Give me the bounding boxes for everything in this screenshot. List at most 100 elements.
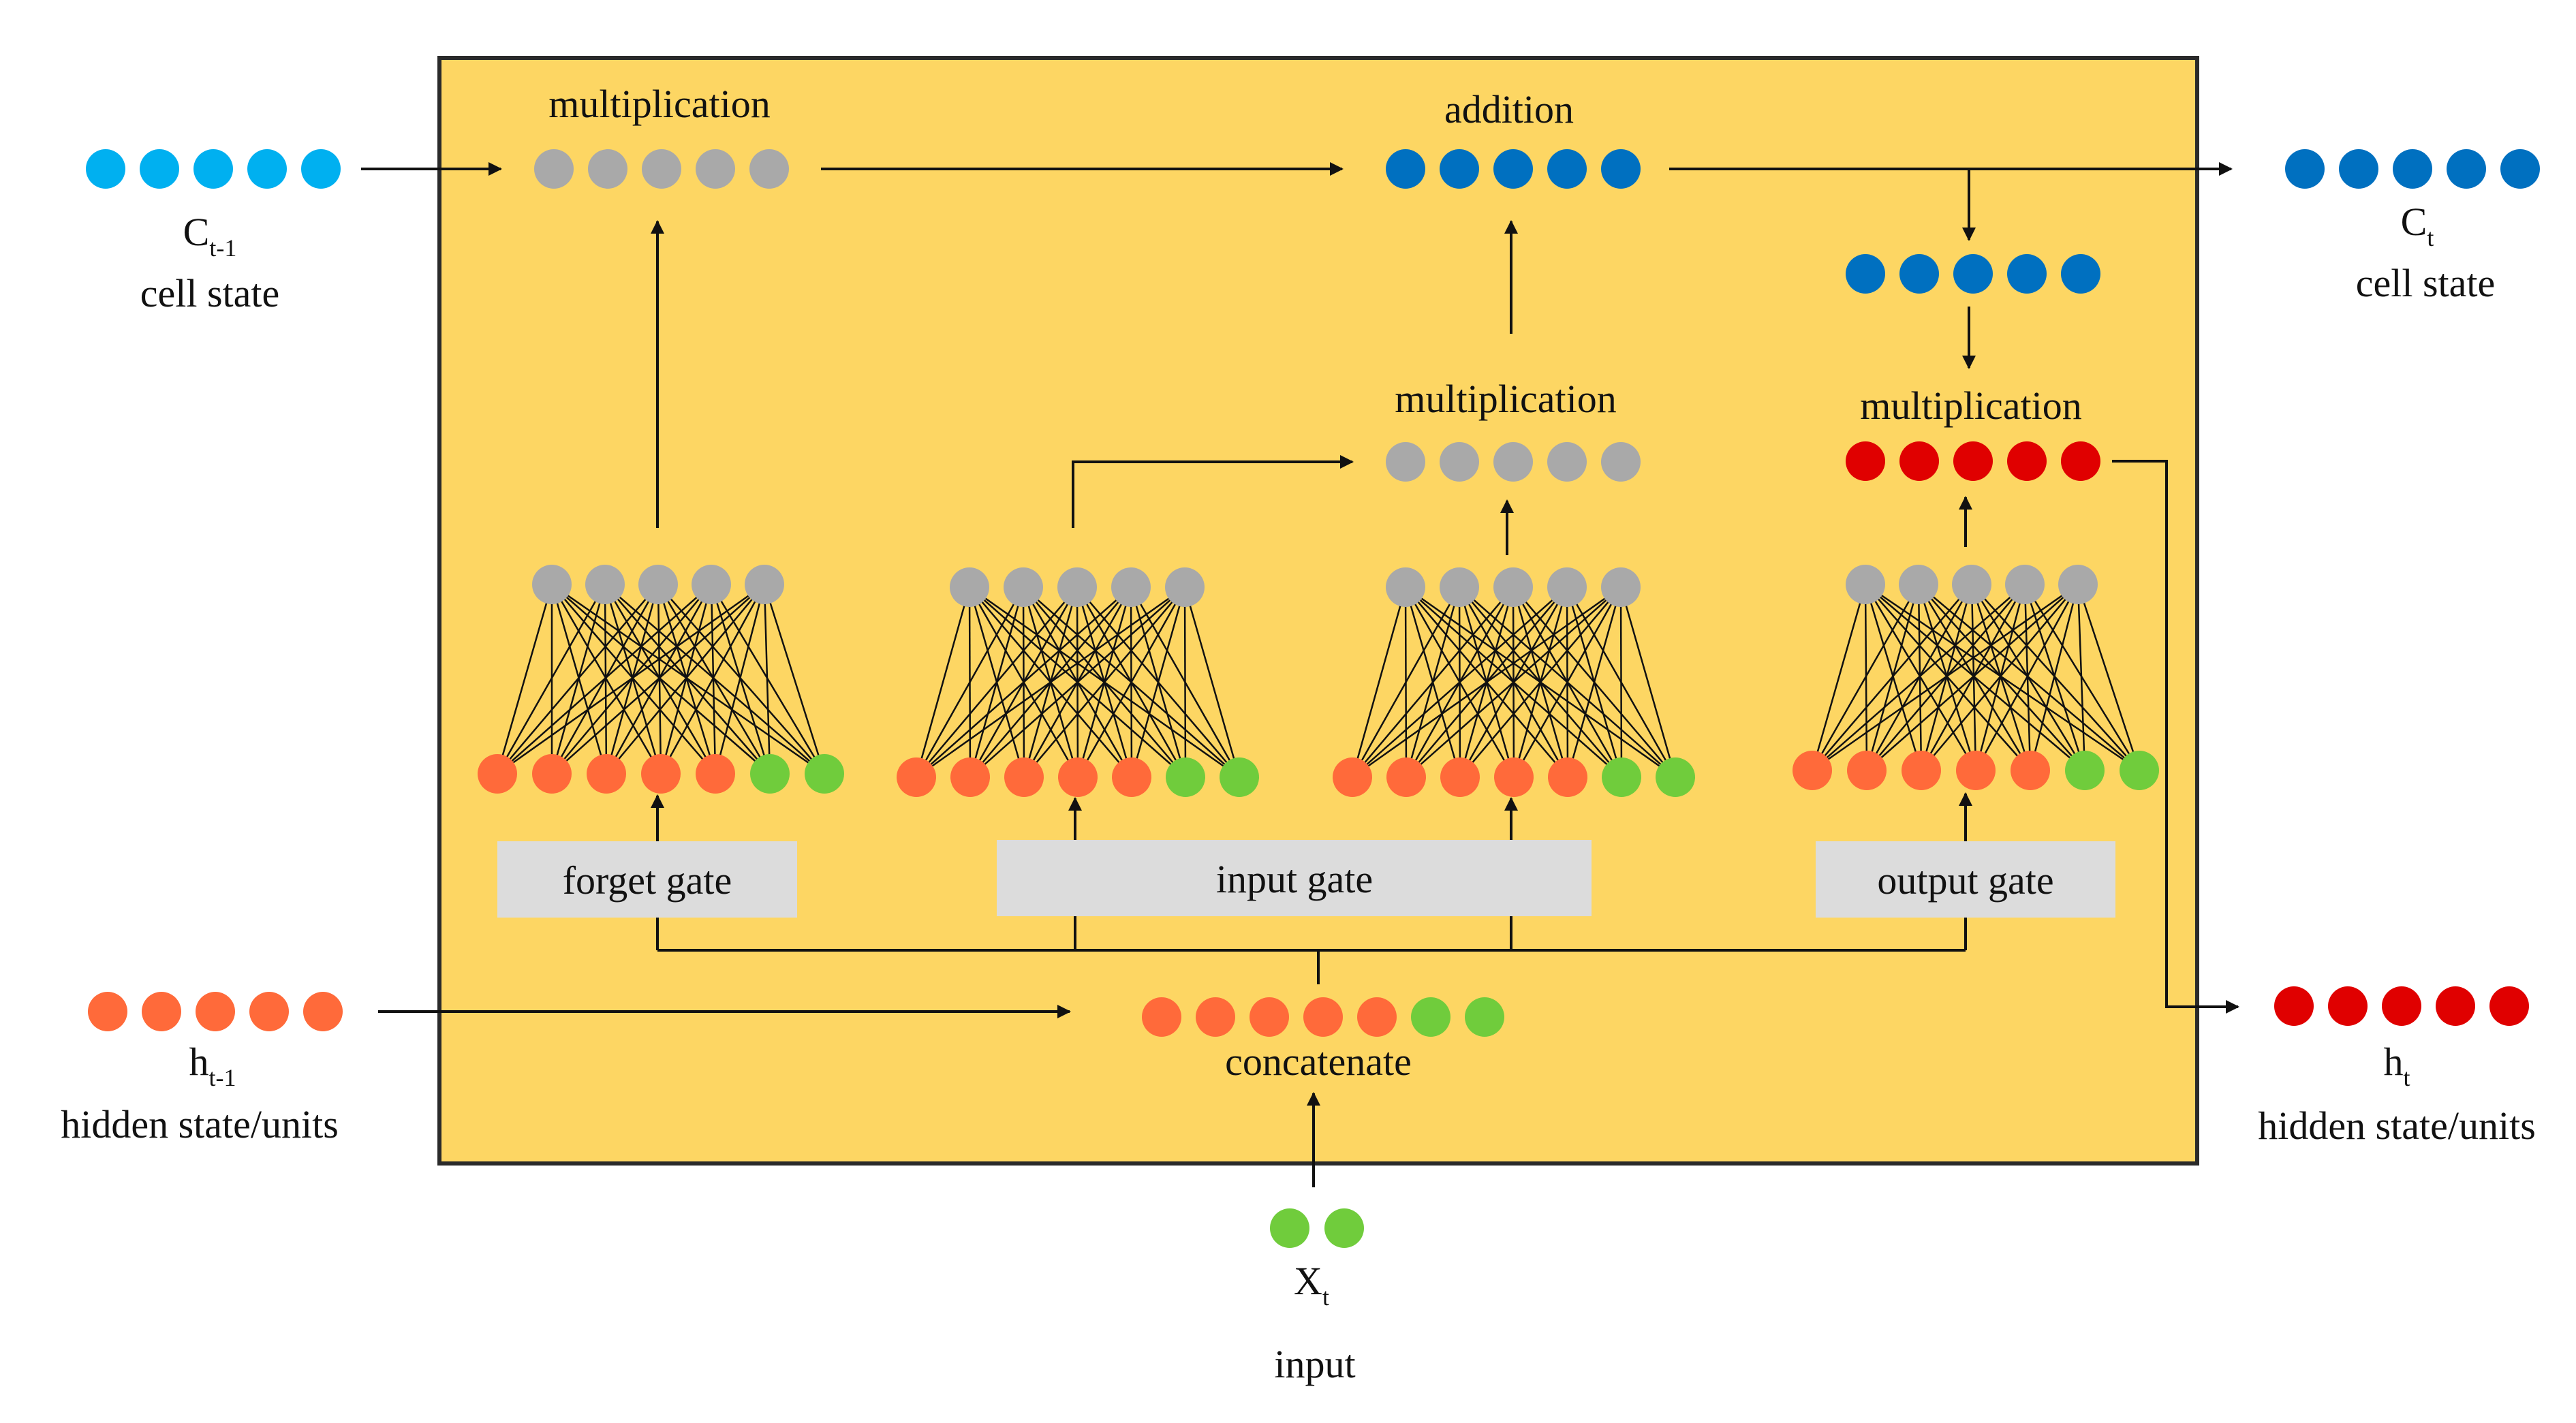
- h-prev-nodes-node: [142, 992, 181, 1031]
- connection-line: [1023, 587, 1240, 778]
- addition-label: addition: [1444, 87, 1574, 131]
- connection-line: [1918, 584, 2140, 771]
- input-gate: input gate: [997, 840, 1592, 916]
- x-nodes: [1270, 1208, 1364, 1248]
- input-bottom-nodes-node: [1220, 757, 1259, 797]
- x-description: input: [1274, 1342, 1355, 1386]
- output-bottom-nodes-node: [2065, 751, 2105, 790]
- candidate-top-nodes: [1386, 567, 1641, 607]
- c-prev-description: cell state: [140, 271, 280, 315]
- connection-line: [1405, 586, 1676, 779]
- c-prev-nodes-node: [86, 149, 125, 189]
- tanh-nodes-node: [1953, 254, 1993, 294]
- addition-nodes-node: [1601, 149, 1641, 189]
- forget-top-nodes-node: [532, 565, 572, 604]
- candidate-top-nodes-node: [1547, 567, 1587, 607]
- tanh-nodes: [1846, 254, 2100, 294]
- output-bottom-nodes-node: [1902, 751, 1941, 790]
- c-new-nodes-node: [2447, 149, 2486, 189]
- connection-line: [968, 587, 1025, 778]
- candidate-bottom-nodes-node: [1386, 757, 1426, 797]
- mult-mid-nodes-node: [1547, 442, 1587, 482]
- concat-nodes-node: [1250, 997, 1289, 1037]
- input-top-nodes-node: [1165, 567, 1205, 607]
- c-new-nodes-node: [2285, 149, 2325, 189]
- forget-top-nodes-node: [638, 565, 678, 604]
- h-new-nodes-node: [2328, 986, 2368, 1026]
- connection-line: [1404, 587, 1461, 778]
- node-rows: [86, 149, 2540, 1248]
- input-top-nodes-node: [950, 567, 989, 607]
- candidate-bottom-nodes-node: [1333, 757, 1372, 797]
- output-top-nodes-node: [1899, 565, 1938, 604]
- output-net: [1811, 583, 2141, 772]
- input-net: [915, 586, 1241, 779]
- connection-line: [968, 587, 1079, 778]
- mult-mid-nodes-node: [1493, 442, 1533, 482]
- concat-nodes-node: [1142, 997, 1181, 1037]
- c-new-nodes-node: [2339, 149, 2378, 189]
- x-nodes-node: [1324, 1208, 1364, 1248]
- mult-mid-nodes-node: [1386, 442, 1425, 482]
- input-bottom-nodes-node: [1112, 757, 1151, 797]
- h-new-output-arrow: [2112, 460, 2239, 1014]
- output-bottom-nodes-node: [1793, 751, 1832, 790]
- multiplication-right-label: multiplication: [1860, 384, 2081, 428]
- h-new-nodes: [2274, 986, 2529, 1026]
- forget-bottom-nodes-node: [641, 754, 681, 794]
- candidate-bottom-nodes-node: [1656, 757, 1695, 797]
- forget-bottom-nodes-node: [805, 754, 844, 794]
- connection-line: [1971, 584, 2140, 771]
- forget-bottom-nodes-node: [532, 754, 572, 794]
- c-prev-nodes-node: [140, 149, 179, 189]
- c-new-description: cell state: [2356, 261, 2496, 305]
- connection-line: [1811, 584, 1867, 771]
- connection-line: [1405, 587, 1568, 778]
- mult-top-nodes-node: [642, 149, 681, 189]
- connection-line: [968, 587, 972, 778]
- candidate-bottom-nodes-node: [1494, 757, 1534, 797]
- mult-mid-nodes-node: [1440, 442, 1479, 482]
- mult-right-nodes-node: [2061, 441, 2100, 481]
- input-gate-label: input gate: [1216, 857, 1373, 901]
- connection-line: [1566, 587, 1677, 778]
- output-gate-box: [1816, 841, 2115, 918]
- mult-top-nodes-node: [696, 149, 735, 189]
- output-top-nodes: [1846, 565, 2098, 604]
- candidate-top-nodes-node: [1440, 567, 1479, 607]
- multiplication-top-label: multiplication: [548, 82, 770, 126]
- connection-line: [915, 587, 971, 778]
- concat-nodes-node: [1411, 997, 1450, 1037]
- connection-line: [551, 584, 716, 775]
- connection-line: [969, 586, 1240, 779]
- h-prev-symbol: ht-1: [189, 1039, 236, 1091]
- mult-top-nodes-node: [588, 149, 627, 189]
- forget-top-nodes: [532, 565, 784, 604]
- connection-line: [2077, 584, 2141, 771]
- connection-line: [763, 584, 826, 775]
- h-new-nodes-node: [2382, 986, 2421, 1026]
- mult-mid-nodes-node: [1601, 442, 1641, 482]
- c-new-symbol: Ct: [2401, 200, 2434, 251]
- connection-line: [1864, 584, 1977, 771]
- output-bottom-nodes-node: [1956, 751, 1996, 790]
- candidate-top-nodes-node: [1601, 567, 1641, 607]
- c-new-nodes-node: [2393, 149, 2432, 189]
- input-net-to-mult-arrow: [1072, 455, 1354, 528]
- candidate-bottom-nodes: [1333, 757, 1695, 797]
- connection-line: [1351, 587, 1407, 778]
- forget-bottom-nodes-node: [478, 754, 517, 794]
- connection-line: [551, 583, 825, 775]
- connection-line: [1864, 584, 1868, 771]
- c-prev-symbol: Ct-1: [183, 210, 237, 262]
- input-top-nodes-node: [1004, 567, 1043, 607]
- input-bottom-nodes-node: [1004, 757, 1044, 797]
- candidate-bottom-nodes-node: [1548, 757, 1587, 797]
- output-bottom-nodes-node: [1847, 751, 1887, 790]
- c-prev-nodes: [86, 149, 341, 189]
- output-bottom-nodes: [1793, 751, 2159, 790]
- c-prev-nodes-node: [301, 149, 341, 189]
- forget-bottom-nodes-node: [587, 754, 626, 794]
- tanh-nodes-node: [1846, 254, 1885, 294]
- connection-line: [496, 584, 553, 775]
